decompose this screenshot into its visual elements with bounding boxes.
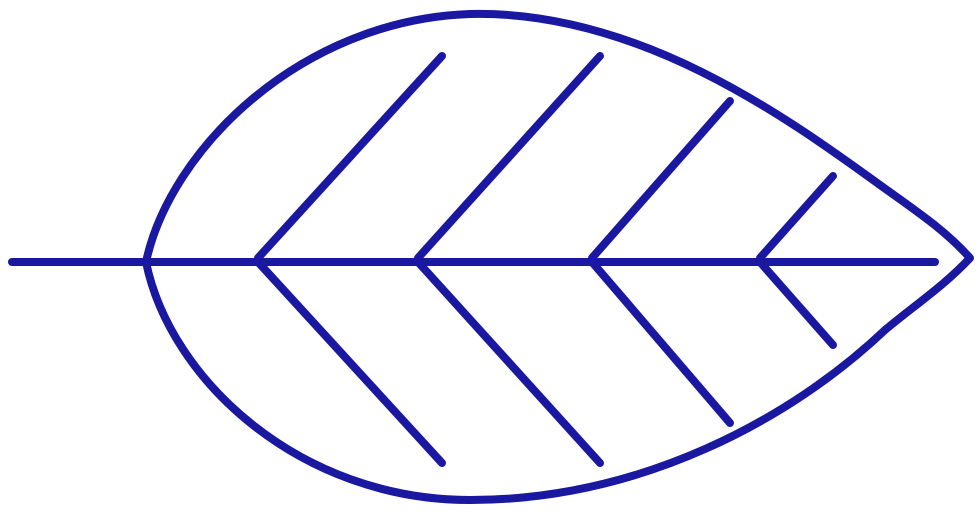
leaf-vein-lower-4 <box>760 262 833 345</box>
leaf-vein-lower-1 <box>258 262 442 463</box>
leaf-vein-upper-4 <box>760 176 833 258</box>
leaf-outline <box>146 14 970 500</box>
leaf-vein-lower-2 <box>418 262 600 463</box>
leaf-vein-upper-3 <box>592 101 730 258</box>
leaf-vein-upper-1 <box>258 56 442 258</box>
leaf-vein-upper-2 <box>418 56 600 258</box>
leaf-vein-lower-3 <box>592 262 730 423</box>
